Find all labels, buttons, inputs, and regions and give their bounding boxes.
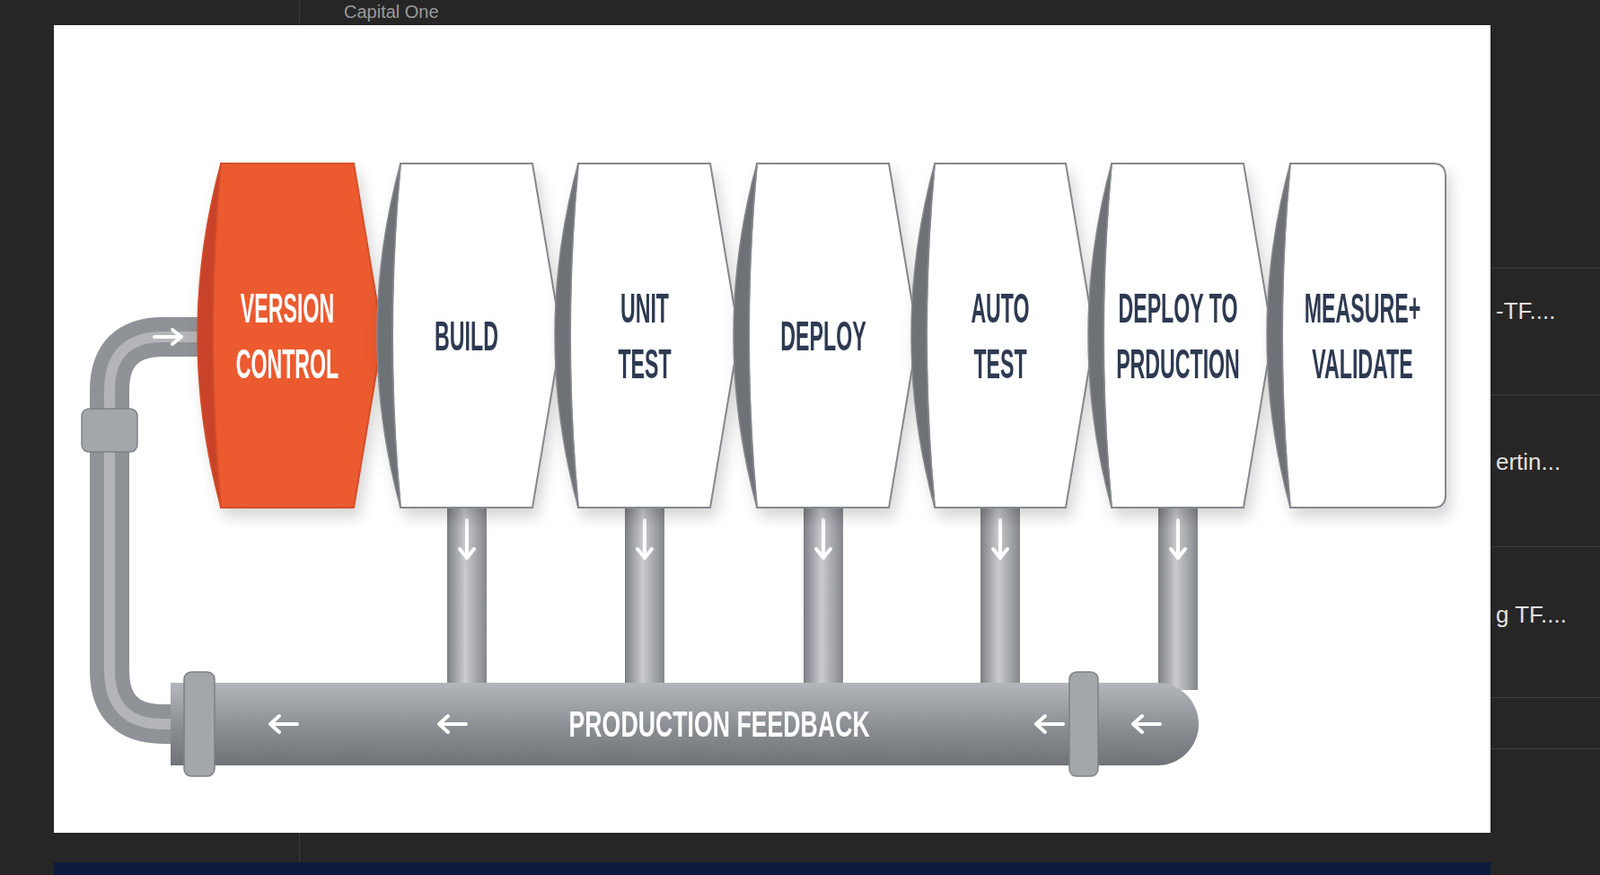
list-item-text: ertin... — [1495, 448, 1561, 476]
list-item-text: -TF.... — [1495, 297, 1556, 326]
arrow-shaft — [821, 519, 826, 558]
label-block: PRODUCTION FEEDBACK — [569, 699, 871, 748]
feedback-pipe-connector — [980, 505, 1020, 690]
label-block: DEPLOY TO PRDUCTION — [1114, 280, 1241, 392]
label-block: BUILD — [432, 307, 500, 364]
label-block: AUTO TEST — [969, 280, 1031, 392]
pipe — [803, 505, 844, 690]
arrow-shaft — [998, 519, 1003, 558]
list-divider — [1490, 545, 1600, 547]
stage-chevron: UNIT TEST — [551, 163, 739, 508]
arrow-head — [459, 548, 475, 558]
stage-label: UNIT TEST — [615, 280, 672, 392]
chevron-cap — [1266, 163, 1291, 508]
chevron-cap — [1088, 163, 1112, 508]
pipe — [447, 505, 487, 690]
feedback-pipe: PRODUCTION FEEDBACK — [170, 682, 1199, 765]
chevron-body — [1103, 163, 1273, 508]
stage-label: BUILD — [432, 307, 500, 364]
arrow-head — [172, 329, 182, 344]
stage-chevron: BUILD — [373, 163, 562, 508]
chevron-cap — [911, 163, 935, 508]
chevron-body — [212, 163, 383, 508]
chevron-shape — [907, 163, 1095, 508]
stage-chevron: AUTO TEST — [907, 163, 1095, 508]
navy-bar — [53, 861, 1491, 875]
arrow-head — [1170, 548, 1186, 558]
stage-chevron: VERSION CONTROL — [193, 163, 383, 508]
stage-chevron: DEPLOY — [729, 163, 918, 508]
chevron-shape — [193, 163, 383, 508]
feedback-pipe-connector — [81, 329, 207, 724]
list-divider — [1490, 267, 1600, 269]
page-heading: Capital One — [343, 1, 440, 23]
chevron-body — [926, 163, 1095, 508]
stage-chevron: DEPLOY TO PRDUCTION — [1084, 163, 1273, 508]
arrow-shaft — [465, 519, 469, 558]
list-item-text: g TF.... — [1495, 600, 1567, 629]
list-divider — [1490, 747, 1600, 749]
arrow-head — [637, 548, 652, 558]
chevron-shape — [1263, 163, 1446, 508]
arrow-shaft — [642, 519, 647, 558]
pipe — [624, 505, 665, 690]
chevron-cap — [733, 163, 757, 508]
stage-label: DEPLOY TO PRDUCTION — [1114, 280, 1241, 392]
arrow-shaft — [1176, 519, 1180, 558]
pipe — [1158, 505, 1198, 690]
chevron-shape — [551, 163, 739, 508]
stage-chevron: MEASURE+ VALIDATE — [1263, 163, 1446, 508]
pipe-collar — [184, 671, 215, 776]
list-divider — [1490, 394, 1600, 396]
flow-arrow — [439, 715, 466, 732]
feedback-pipe-connector — [803, 505, 844, 690]
flow-arrow — [270, 715, 298, 732]
chevron-body — [570, 163, 739, 508]
chevron-shape — [1084, 163, 1273, 508]
feedback-pipe-connector — [447, 505, 487, 690]
pipe — [980, 505, 1020, 690]
arrow-head — [993, 548, 1008, 558]
chevron-body — [392, 163, 562, 508]
label-block: MEASURE+ VALIDATE — [1302, 280, 1422, 392]
pipe-label: PRODUCTION FEEDBACK — [569, 699, 871, 748]
chevron-cap — [554, 163, 579, 508]
label-block: UNIT TEST — [615, 280, 672, 392]
stage-label: AUTO TEST — [969, 280, 1031, 392]
pipe — [109, 336, 207, 724]
list-divider — [1490, 696, 1600, 698]
label-block: DEPLOY — [778, 307, 868, 364]
chevron-cap — [377, 163, 401, 508]
stage-label: VERSION CONTROL — [234, 280, 341, 392]
chevron-cap — [197, 163, 221, 508]
label-block: VERSION CONTROL — [234, 280, 341, 392]
stage-label: DEPLOY — [778, 307, 868, 364]
flow-arrow — [1036, 715, 1064, 732]
pipe-collar — [1069, 671, 1099, 776]
pipe-highlight — [109, 336, 207, 724]
pipe-collar — [81, 408, 138, 452]
flow-arrow — [1133, 715, 1161, 732]
chevron-body — [1282, 163, 1446, 508]
stage-label: MEASURE+ VALIDATE — [1302, 280, 1422, 392]
feedback-pipe-connector — [624, 505, 665, 690]
feedback-pipe-connector — [1158, 505, 1198, 690]
arrow-head — [816, 548, 831, 558]
chevron-body — [748, 163, 918, 508]
